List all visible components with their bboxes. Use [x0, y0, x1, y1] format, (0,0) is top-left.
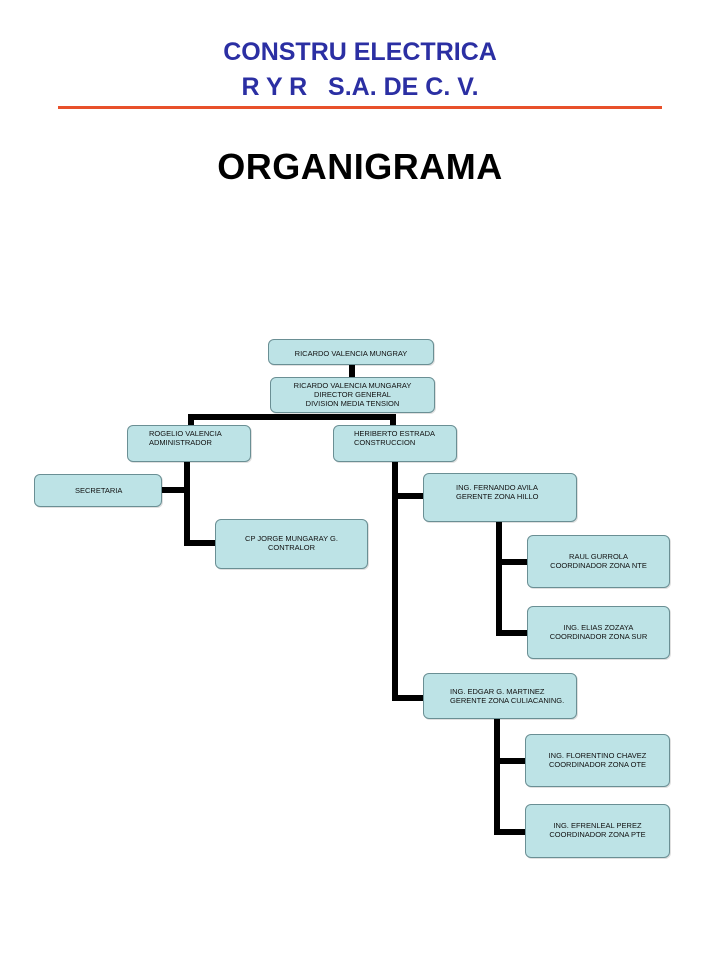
node-coordinador-zona-ote: ING. FLORENTINO CHAVEZ COORDINADOR ZONA …	[525, 734, 670, 787]
connector-coord-nte	[496, 559, 528, 565]
connector-top-director	[349, 364, 355, 379]
connector-director-bus	[188, 414, 396, 420]
node-director-general: RICARDO VALENCIA MUNGARAY DIRECTOR GENER…	[270, 377, 435, 413]
node-top: RICARDO VALENCIA MUNGRAY	[268, 339, 434, 365]
connector-construccion-stem	[390, 414, 396, 426]
node-contralor-role: CONTRALOR	[267, 543, 316, 552]
node-administrador-name: ROGELIO VALENCIA	[149, 429, 222, 438]
connector-gerente-culiacan	[392, 695, 424, 701]
node-top-name: RICARDO VALENCIA MUNGRAY	[294, 349, 408, 358]
connector-coord-ote	[494, 758, 526, 764]
connector-admin-trunk	[184, 462, 190, 546]
connector-construccion-trunk	[392, 462, 398, 701]
connector-coord-sur	[496, 630, 528, 636]
node-secretaria-role: SECRETARIA	[75, 486, 123, 495]
connector-culiacan-trunk	[494, 718, 500, 835]
connector-secretaria	[162, 487, 190, 493]
connector-gerente-hillo	[392, 493, 424, 499]
node-gerente-zona-culiacan: ING. EDGAR G. MARTINEZ GERENTE ZONA CULI…	[423, 673, 577, 719]
connector-hillo-trunk	[496, 521, 502, 636]
node-contralor: CP JORGE MUNGARAY G. CONTRALOR	[215, 519, 368, 569]
node-construccion-role: CONSTRUCCION	[354, 438, 416, 447]
node-coord-pte-role: COORDINADOR ZONA PTE	[549, 830, 646, 839]
node-gerente-culiacan-name: ING. EDGAR G. MARTINEZ	[450, 687, 545, 696]
node-coord-sur-name: ING. ELIAS ZOZAYA	[563, 623, 634, 632]
node-director-name: RICARDO VALENCIA MUNGARAY	[293, 381, 412, 390]
node-coord-ote-role: COORDINADOR ZONA OTE	[548, 760, 647, 769]
connector-contralor	[184, 540, 216, 546]
node-administrador-role: ADMINISTRADOR	[149, 438, 212, 447]
node-director-role: DIRECTOR GENERAL	[314, 390, 391, 399]
node-gerente-zona-hillo: ING. FERNANDO AVILA GERENTE ZONA HILLO	[423, 473, 577, 522]
node-director-division: DIVISION MEDIA TENSION	[305, 399, 400, 408]
node-coordinador-zona-nte: RAUL GURROLA COORDINADOR ZONA NTE	[527, 535, 670, 588]
node-coordinador-zona-sur: ING. ELIAS ZOZAYA COORDINADOR ZONA SUR	[527, 606, 670, 659]
node-administrador: ROGELIO VALENCIA ADMINISTRADOR	[127, 425, 251, 462]
header-divider	[58, 106, 662, 109]
connector-admin-stem	[188, 414, 194, 426]
page-title: ORGANIGRAMA	[217, 146, 503, 187]
node-coord-pte-name: ING. EFRENLEAL PEREZ	[553, 821, 642, 830]
company-legal-suffix: R Y R S.A. DE C. V.	[241, 73, 479, 101]
node-coord-nte-name: RAUL GURROLA	[569, 552, 628, 561]
node-construccion-name: HERIBERTO ESTRADA	[354, 429, 435, 438]
connector-coord-pte	[494, 829, 526, 835]
node-gerente-hillo-name: ING. FERNANDO AVILA	[456, 483, 538, 492]
node-gerente-hillo-role: GERENTE ZONA HILLO	[456, 492, 539, 501]
node-secretaria: SECRETARIA	[34, 474, 162, 507]
node-contralor-name: CP JORGE MUNGARAY G.	[245, 534, 338, 543]
node-coordinador-zona-pte: ING. EFRENLEAL PEREZ COORDINADOR ZONA PT…	[525, 804, 670, 858]
company-name: CONSTRU ELECTRICA	[223, 38, 497, 66]
node-coord-ote-name: ING. FLORENTINO CHAVEZ	[548, 751, 647, 760]
node-gerente-culiacan-role: GERENTE ZONA CULIACANING.	[450, 696, 565, 705]
node-coord-sur-role: COORDINADOR ZONA SUR	[549, 632, 648, 641]
node-coord-nte-role: COORDINADOR ZONA NTE	[550, 561, 647, 570]
node-construccion: HERIBERTO ESTRADA CONSTRUCCION	[333, 425, 457, 462]
